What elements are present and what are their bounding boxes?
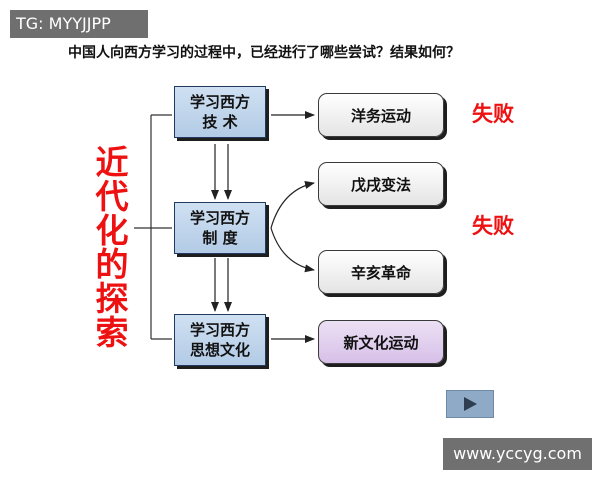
play-button[interactable] — [446, 390, 494, 418]
vertical-title: 近 代 化 的 探 索 — [94, 146, 130, 350]
stage-culture-box: 学习西方 思想文化 — [174, 314, 266, 366]
movement-wuxu-label: 戊戌变法 — [350, 175, 411, 194]
movement-xinwenhua: 新文化运动 — [318, 320, 444, 364]
stage-system-line2: 制 度 — [202, 229, 238, 247]
vertical-title-char: 索 — [95, 313, 129, 352]
vertical-title-char: 化 — [95, 211, 129, 250]
result-failure-first: 失败 — [472, 102, 514, 126]
site-watermark: www.yccyg.com — [443, 438, 592, 470]
play-triangle-icon — [464, 397, 477, 411]
vertical-title-char: 代 — [95, 177, 129, 216]
stage-tech-box: 学习西方 技 术 — [174, 86, 266, 138]
vertical-title-char: 探 — [95, 279, 129, 318]
stage-system-box: 学习西方 制 度 — [174, 202, 266, 254]
arrow-to-wuxu — [270, 181, 315, 229]
movement-yangwu: 洋务运动 — [318, 93, 444, 137]
channel-tag: TG: MYYJJPP — [10, 10, 148, 38]
movement-wuxu: 戊戌变法 — [318, 162, 444, 206]
movement-xinhai-label: 辛亥革命 — [350, 263, 411, 282]
stage-system-line1: 学习西方 — [189, 209, 250, 227]
movement-xinwenhua-label: 新文化运动 — [343, 333, 419, 352]
movement-xinhai: 辛亥革命 — [318, 250, 444, 294]
stage-tech-line1: 学习西方 — [189, 93, 250, 111]
question-heading: 中国人向西方学习的过程中，已经进行了哪些尝试？结果如何？ — [68, 45, 460, 61]
arrow-to-xinhai — [270, 227, 315, 273]
vertical-title-char: 的 — [95, 245, 129, 284]
vertical-title-char: 近 — [95, 143, 129, 182]
stage-culture-line1: 学习西方 — [189, 321, 250, 339]
result-failure-second: 失败 — [472, 214, 514, 238]
stage-tech-line2: 技 术 — [202, 113, 238, 131]
stage-culture-line2: 思想文化 — [189, 341, 250, 359]
movement-yangwu-label: 洋务运动 — [350, 106, 411, 125]
